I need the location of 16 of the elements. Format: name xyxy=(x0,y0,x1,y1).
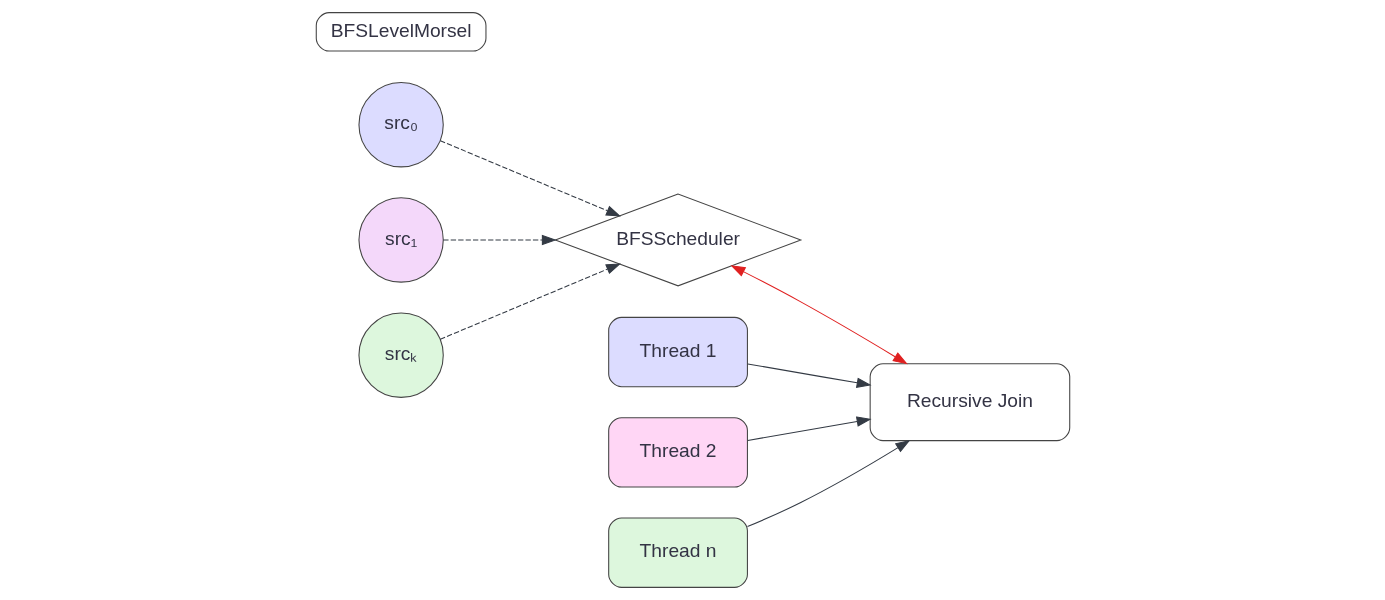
arrow xyxy=(746,440,910,528)
arrow xyxy=(746,363,872,388)
node-box: Recursive Join xyxy=(869,363,1070,442)
arrow xyxy=(746,416,872,441)
node-box: Thread 1 xyxy=(607,316,748,388)
arrow xyxy=(442,234,557,246)
node-box: Thread 2 xyxy=(607,417,748,488)
node-box: Thread n xyxy=(607,517,748,588)
node-diamond: BFSScheduler xyxy=(553,193,802,287)
arrow xyxy=(730,265,908,365)
arrow xyxy=(439,140,621,217)
node-box: BFSLevelMorsel xyxy=(315,12,486,52)
node-circle: src₀ xyxy=(357,82,444,168)
node-circle: srcₖ xyxy=(357,312,444,398)
arrow xyxy=(439,263,621,340)
node-circle: src₁ xyxy=(357,197,444,283)
